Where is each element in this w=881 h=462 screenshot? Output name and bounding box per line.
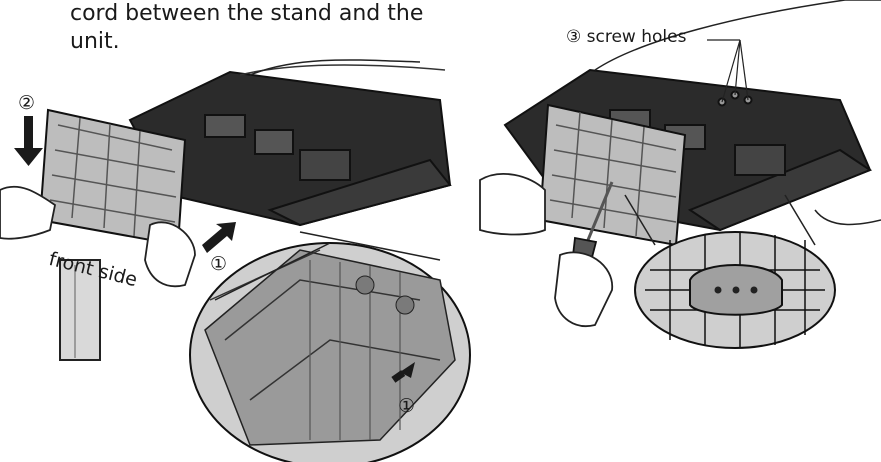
- magnified-view-left: [189, 242, 471, 462]
- hands-right: [479, 173, 613, 327]
- wall-outline: [249, 0, 881, 226]
- tv-back-left: [128, 64, 452, 227]
- label-step-2: ②: [18, 92, 36, 114]
- hands-left: [0, 185, 196, 288]
- label-step-1-magnified: ①: [398, 395, 416, 417]
- screw-holes-leaders: [707, 39, 749, 103]
- callout-lines-right: [624, 194, 816, 246]
- label-screw-holes: ③ screw holes: [566, 27, 687, 47]
- stand-neck-left: [59, 259, 101, 361]
- arrow-down-icon: [14, 116, 43, 166]
- callout-lines-left: [214, 231, 441, 301]
- label-step-1-top: ①: [210, 253, 228, 275]
- magnified-view-right: [634, 231, 836, 349]
- instruction-line-1: cord between the stand and the: [70, 1, 424, 26]
- arrow-insert-icon: [202, 222, 236, 253]
- stand-panel-right: [538, 103, 687, 247]
- instruction-line-2: unit.: [70, 29, 120, 54]
